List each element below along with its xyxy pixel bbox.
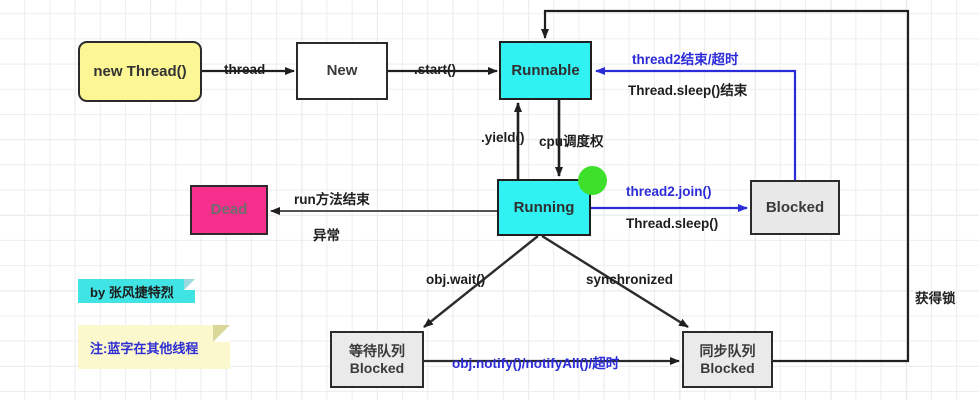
node-blocked[interactable]: Blocked (750, 180, 840, 235)
label-thread2-join: thread2.join() (626, 184, 712, 199)
edge-obj-wait (423, 235, 539, 328)
node-wait-queue-label-en: Blocked (349, 359, 405, 376)
node-sync-queue-label-en: Blocked (700, 359, 755, 376)
edge-acquire-lock (541, 9, 910, 363)
node-blocked-label: Blocked (765, 198, 825, 216)
node-running-label: Running (513, 198, 575, 216)
note-hint: 注:蓝字在其他线程 (78, 325, 230, 369)
edge-blocked-to-runnable (595, 67, 797, 180)
label-run-method-end: run方法结束 (294, 192, 370, 207)
node-sync-queue-label-cn: 同步队列 (699, 342, 756, 359)
label-synchronized: synchronized (586, 272, 674, 287)
node-runnable-label: Runnable (511, 61, 580, 79)
label-thread-sleep-end: Thread.sleep()结束 (628, 83, 748, 98)
label-thread2-end-timeout: thread2结束/超时 (632, 52, 739, 67)
node-new-label: New (326, 62, 358, 80)
node-runnable[interactable]: Runnable (499, 41, 592, 100)
label-obj-notify: obj.notify()/notifyAll()/超时 (452, 356, 620, 371)
node-dead-label: Dead (210, 201, 248, 219)
note-author-text: by 张风捷特烈 (90, 284, 174, 300)
note-hint-text: 注:蓝字在其他线程 (90, 340, 199, 356)
node-running[interactable]: Running (497, 179, 591, 236)
node-new-thread-label: new Thread() (93, 62, 187, 80)
node-dead[interactable]: Dead (190, 185, 268, 235)
label-thread: thread (224, 62, 266, 77)
label-thread-sleep: Thread.sleep() (626, 216, 719, 231)
running-indicator-dot (578, 166, 607, 195)
edge-synchronized (541, 234, 689, 329)
node-wait-queue[interactable]: 等待队列 Blocked (330, 331, 424, 388)
node-new[interactable]: New (296, 42, 388, 100)
label-acquire-lock: 获得锁 (915, 291, 956, 306)
note-author: by 张风捷特烈 (78, 279, 195, 303)
label-exception: 异常 (313, 228, 340, 243)
label-obj-wait: obj.wait() (426, 272, 486, 287)
node-new-thread[interactable]: new Thread() (78, 41, 202, 102)
label-start: .start() (414, 62, 457, 77)
label-yield: .yield() (481, 130, 525, 145)
node-sync-queue[interactable]: 同步队列 Blocked (682, 331, 773, 388)
node-wait-queue-label-cn: 等待队列 (349, 342, 405, 359)
label-cpu-schedule: cpu调度权 (539, 134, 604, 149)
